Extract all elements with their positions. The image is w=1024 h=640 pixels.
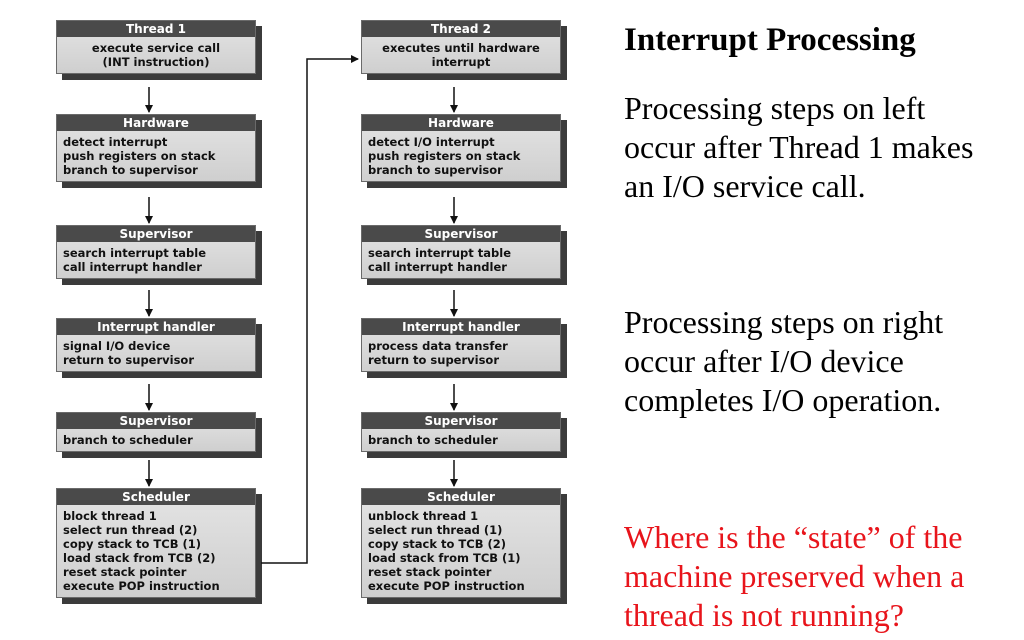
flow-box-header: Hardware	[57, 115, 255, 131]
flow-box: Thread 2 executes until hardware interru…	[361, 20, 561, 74]
flow-box-line: load stack from TCB (2)	[63, 551, 216, 565]
flow-box-body: branch to scheduler	[362, 429, 560, 451]
flow-box-line: call interrupt handler	[63, 260, 202, 274]
flow-box-body: detect interrupt push registers on stack…	[57, 131, 255, 181]
flow-box-line: executes until hardware	[382, 41, 540, 55]
flow-box-header: Thread 2	[362, 21, 560, 37]
question-line: thread is not running?	[624, 597, 904, 633]
flow-box-header: Scheduler	[57, 489, 255, 505]
flow-box-line: return to supervisor	[368, 353, 500, 367]
flow-box-line: block thread 1	[63, 509, 157, 523]
flow-box-line: interrupt	[431, 55, 491, 69]
flow-box-line: push registers on stack	[368, 149, 521, 163]
flow-box-body: search interrupt table call interrupt ha…	[57, 242, 255, 278]
scheduler-to-thread2-connector	[261, 55, 359, 564]
flow-box-line: branch to scheduler	[368, 433, 498, 447]
flow-box-header: Supervisor	[57, 413, 255, 429]
flow-box: Scheduler block thread 1 select run thre…	[56, 488, 256, 598]
flow-box: Scheduler unblock thread 1 select run th…	[361, 488, 561, 598]
flow-box-line: (INT instruction)	[102, 55, 210, 69]
flow-box: Supervisor search interrupt table call i…	[361, 225, 561, 279]
flow-box-body: unblock thread 1 select run thread (1) c…	[362, 505, 560, 597]
flow-box-body: detect I/O interrupt push registers on s…	[362, 131, 560, 181]
flow-box-header: Supervisor	[362, 226, 560, 242]
flow-box-line: select run thread (2)	[63, 523, 198, 537]
flow-box-header: Hardware	[362, 115, 560, 131]
flow-box-header: Thread 1	[57, 21, 255, 37]
flow-box-body: signal I/O device return to supervisor	[57, 335, 255, 371]
flow-box-line: load stack from TCB (1)	[368, 551, 521, 565]
flow-box-line: copy stack to TCB (1)	[63, 537, 201, 551]
flow-box: Interrupt handler process data transfer …	[361, 318, 561, 372]
flow-box: Hardware detect interrupt push registers…	[56, 114, 256, 182]
state-question: Where is the “state” of the machine pres…	[624, 518, 1019, 635]
note-line: Processing steps on right	[624, 304, 944, 340]
right-steps-note: Processing steps on right occur after I/…	[624, 303, 1019, 420]
flow-box: Supervisor search interrupt table call i…	[56, 225, 256, 279]
flow-box-line: search interrupt table	[368, 246, 512, 260]
flow-box-line: return to supervisor	[63, 353, 195, 367]
flow-box: Hardware detect I/O interrupt push regis…	[361, 114, 561, 182]
flow-box-line: branch to supervisor	[63, 163, 198, 177]
flow-box-line: reset stack pointer	[63, 565, 187, 579]
flow-box-body: executes until hardware interrupt	[362, 37, 560, 73]
flow-box-line: branch to scheduler	[63, 433, 193, 447]
flow-box-line: unblock thread 1	[368, 509, 479, 523]
flow-box-line: call interrupt handler	[368, 260, 507, 274]
flow-box-line: branch to supervisor	[368, 163, 503, 177]
flow-box-line: signal I/O device	[63, 339, 171, 353]
flow-box-line: execute POP instruction	[368, 579, 525, 593]
question-line: machine preserved when a	[624, 558, 965, 594]
flow-box-line: execute service call	[91, 41, 221, 55]
flow-box-header: Supervisor	[362, 413, 560, 429]
note-line: occur after Thread 1 makes	[624, 129, 974, 165]
note-line: occur after I/O device	[624, 343, 904, 379]
flow-box-line: select run thread (1)	[368, 523, 503, 537]
flow-box-header: Interrupt handler	[57, 319, 255, 335]
flow-box-body: branch to scheduler	[57, 429, 255, 451]
flow-box: Thread 1 execute service call (INT instr…	[56, 20, 256, 74]
question-line: Where is the “state” of the	[624, 519, 963, 555]
flow-box-header: Interrupt handler	[362, 319, 560, 335]
flow-box-body: process data transfer return to supervis…	[362, 335, 560, 371]
flow-box: Supervisor branch to scheduler	[361, 412, 561, 452]
flow-box-body: block thread 1 select run thread (2) cop…	[57, 505, 255, 597]
slide-title: Interrupt Processing	[624, 22, 916, 58]
flow-box-line: process data transfer	[368, 339, 508, 353]
note-line: an I/O service call.	[624, 168, 866, 204]
flow-box-body: execute service call (INT instruction)	[57, 37, 255, 73]
note-line: completes I/O operation.	[624, 382, 942, 418]
flow-box: Supervisor branch to scheduler	[56, 412, 256, 452]
flow-box-line: copy stack to TCB (2)	[368, 537, 506, 551]
flow-box: Interrupt handler signal I/O device retu…	[56, 318, 256, 372]
note-line: Processing steps on left	[624, 90, 926, 126]
flow-box-line: search interrupt table	[63, 246, 207, 260]
flow-box-line: push registers on stack	[63, 149, 216, 163]
flow-box-line: execute POP instruction	[63, 579, 220, 593]
flow-box-header: Scheduler	[362, 489, 560, 505]
flow-box-header: Supervisor	[57, 226, 255, 242]
flow-box-line: detect interrupt	[63, 135, 168, 149]
left-steps-note: Processing steps on left occur after Thr…	[624, 89, 1019, 206]
flow-box-line: detect I/O interrupt	[368, 135, 495, 149]
flow-box-body: search interrupt table call interrupt ha…	[362, 242, 560, 278]
flow-box-line: reset stack pointer	[368, 565, 492, 579]
